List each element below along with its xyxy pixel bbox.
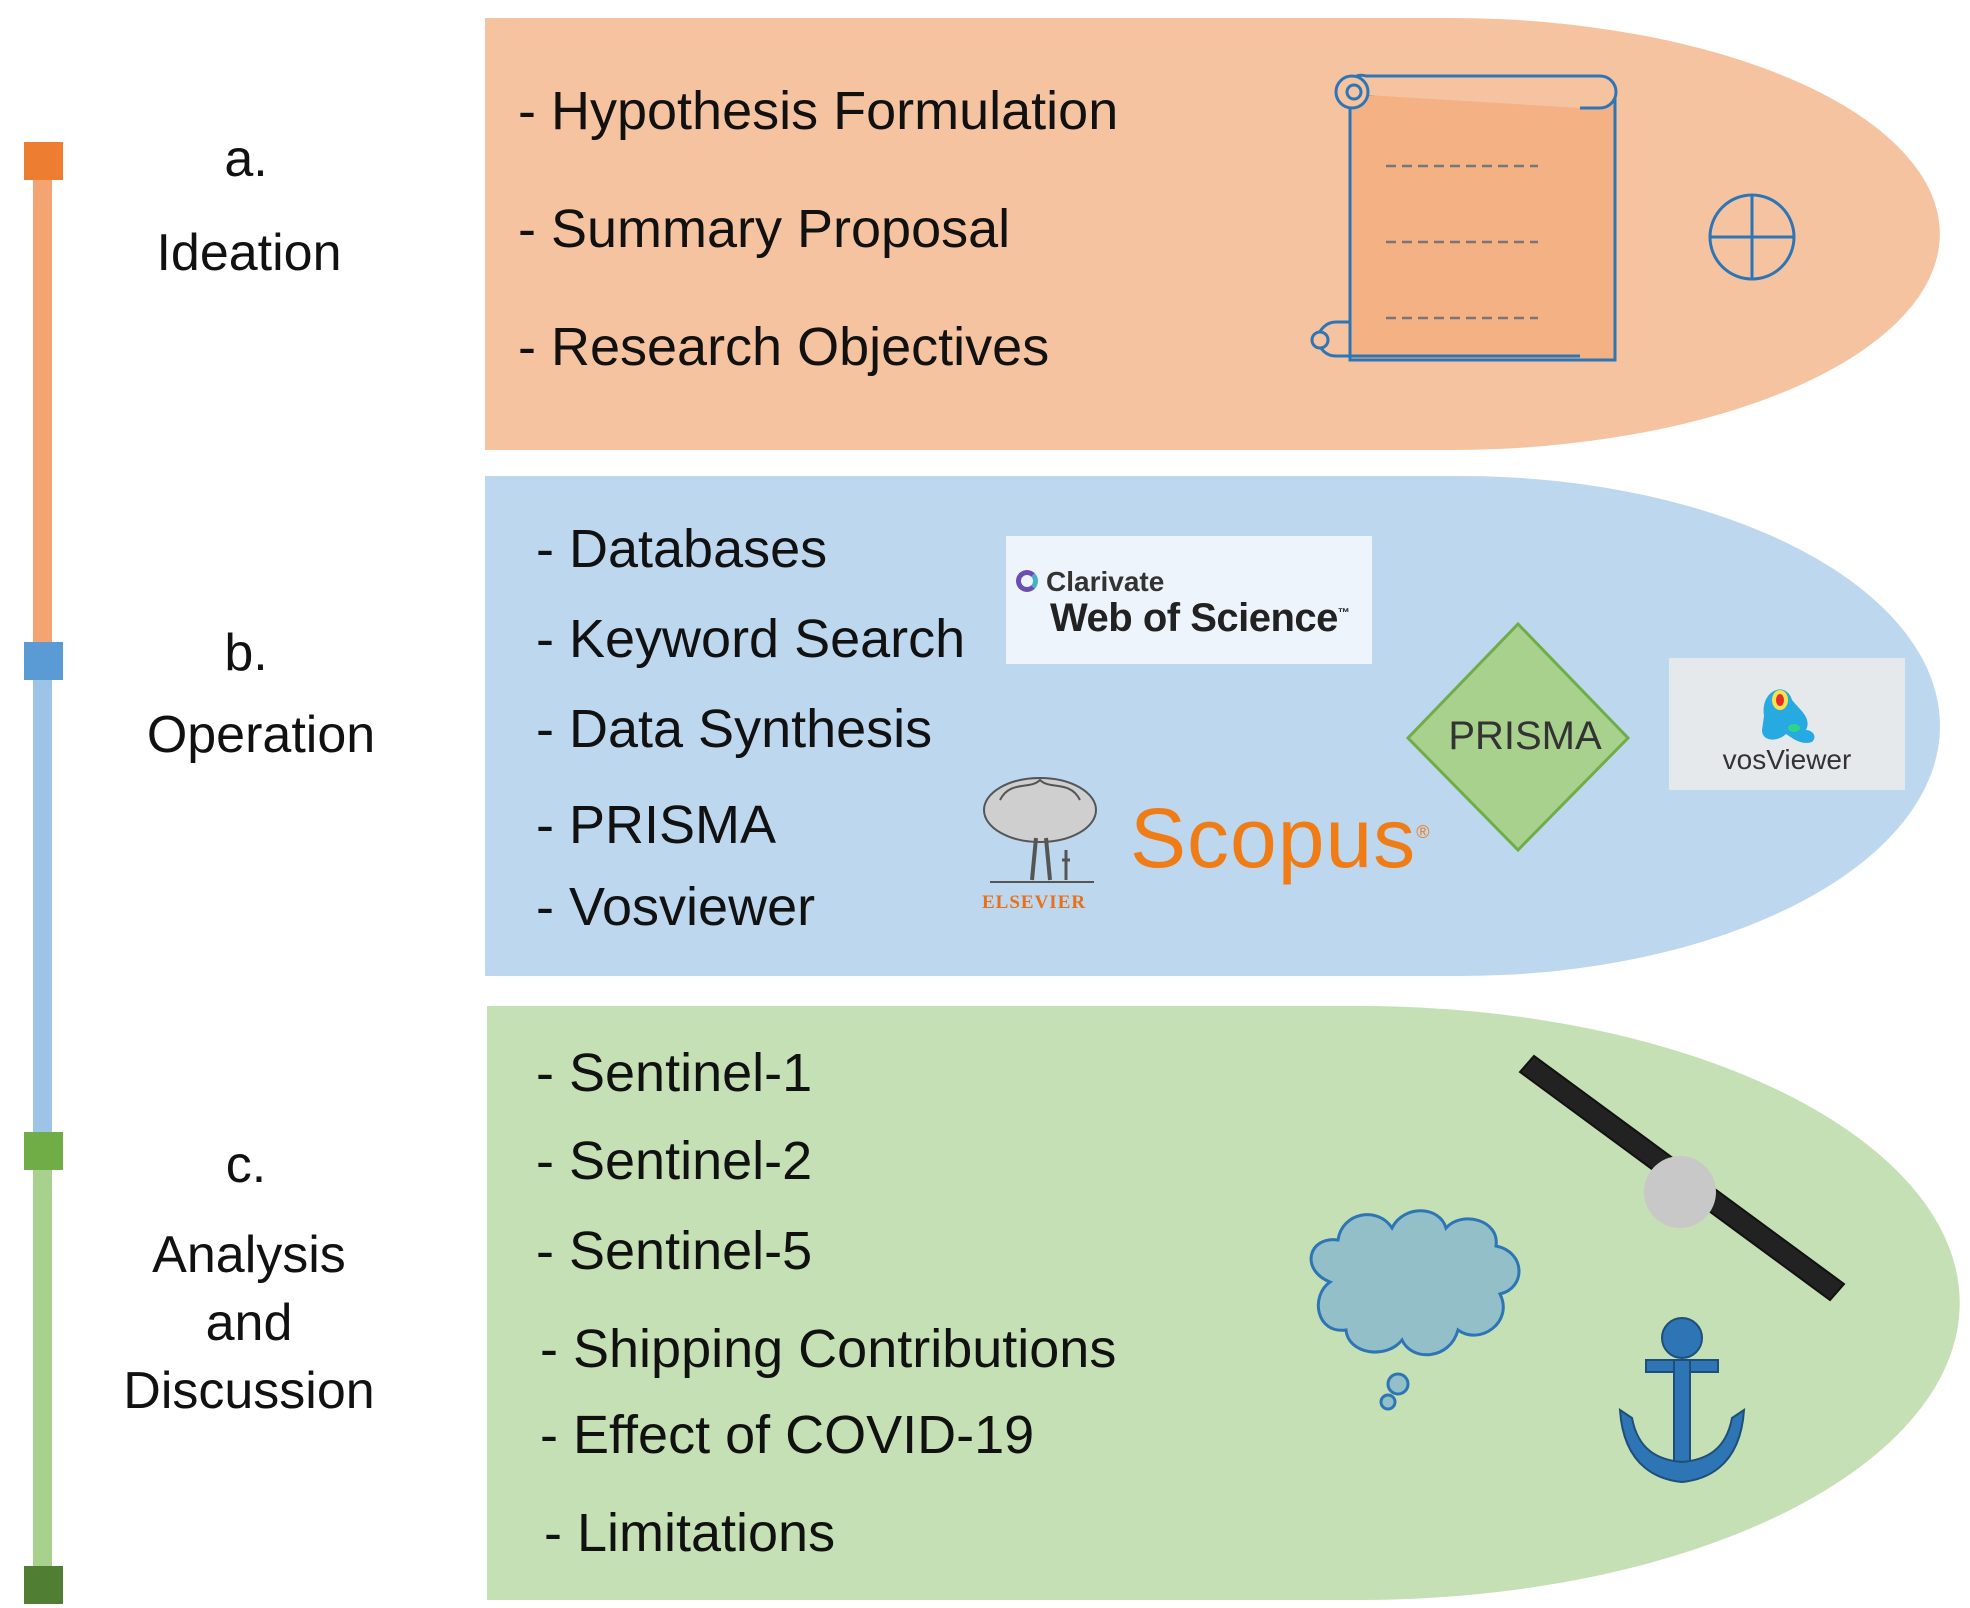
list-item-keyword-search: - Keyword Search xyxy=(536,609,966,669)
stage-name-analysis-line2: and xyxy=(205,1294,293,1352)
timeline-marker-end xyxy=(24,1566,63,1604)
stage-letter-a: a. xyxy=(224,130,268,188)
stage-name-analysis-line1: Analysis xyxy=(152,1226,346,1284)
stage-name-operation: Operation xyxy=(146,706,376,764)
timeline-segment-operation xyxy=(33,660,52,1150)
list-item-databases: - Databases xyxy=(536,519,828,579)
stage-name-ideation: Ideation xyxy=(156,224,342,282)
list-item-summary-proposal: - Summary Proposal xyxy=(518,199,1011,259)
panel-operation xyxy=(485,476,1940,976)
panel-analysis xyxy=(487,1006,1960,1600)
timeline-marker-c xyxy=(24,1132,63,1170)
stage-name-analysis-line3: Discussion xyxy=(123,1362,375,1420)
list-item-hypothesis: - Hypothesis Formulation xyxy=(518,81,1119,141)
clarivate-text: Clarivate xyxy=(1046,566,1165,597)
timeline-marker-a xyxy=(24,142,63,180)
stage-letter-c: c. xyxy=(225,1136,267,1194)
vosviewer-text: vosViewer xyxy=(1722,744,1852,775)
anchor-icon xyxy=(1618,1317,1746,1484)
vosviewer-blob-icon xyxy=(1762,689,1815,743)
timeline-segment-ideation xyxy=(33,160,52,660)
list-item-prisma: - PRISMA xyxy=(536,795,777,855)
vosviewer-logo: vosViewer xyxy=(1669,658,1905,790)
satellite-icon xyxy=(1518,1054,1846,1302)
stage-letter-b: b. xyxy=(224,624,268,682)
list-item-research-objectives: - Research Objectives xyxy=(518,317,1050,377)
scroll-icon xyxy=(1310,73,1618,362)
elsevier-tree-icon xyxy=(983,777,1097,883)
list-item-vosviewer: - Vosviewer xyxy=(536,877,816,937)
timeline-marker-b xyxy=(24,642,63,680)
timeline-segment-analysis xyxy=(33,1150,52,1570)
scopus-logo: Scopus® xyxy=(1130,791,1431,885)
crosshair-icon xyxy=(1708,193,1796,281)
list-item-effect-covid: - Effect of COVID-19 xyxy=(540,1405,1035,1465)
clarivate-mark-icon xyxy=(1016,570,1038,592)
web-of-science-logo: Clarivate Web of Science™ xyxy=(1006,536,1372,664)
prisma-diamond-label: PRISMA xyxy=(1448,714,1602,758)
list-item-shipping-contributions: - Shipping Contributions xyxy=(540,1319,1117,1379)
list-item-sentinel-1: - Sentinel-1 xyxy=(536,1043,813,1103)
cloud-icon xyxy=(1309,1209,1521,1411)
list-item-sentinel-5: - Sentinel-5 xyxy=(536,1221,813,1281)
list-item-sentinel-2: - Sentinel-2 xyxy=(536,1131,813,1191)
list-item-data-synthesis: - Data Synthesis xyxy=(536,699,933,759)
web-of-science-text: Web of Science™ xyxy=(1050,596,1350,640)
list-item-limitations: - Limitations xyxy=(544,1503,836,1563)
prisma-diamond xyxy=(1405,621,1631,853)
elsevier-text: ELSEVIER xyxy=(982,892,1087,913)
